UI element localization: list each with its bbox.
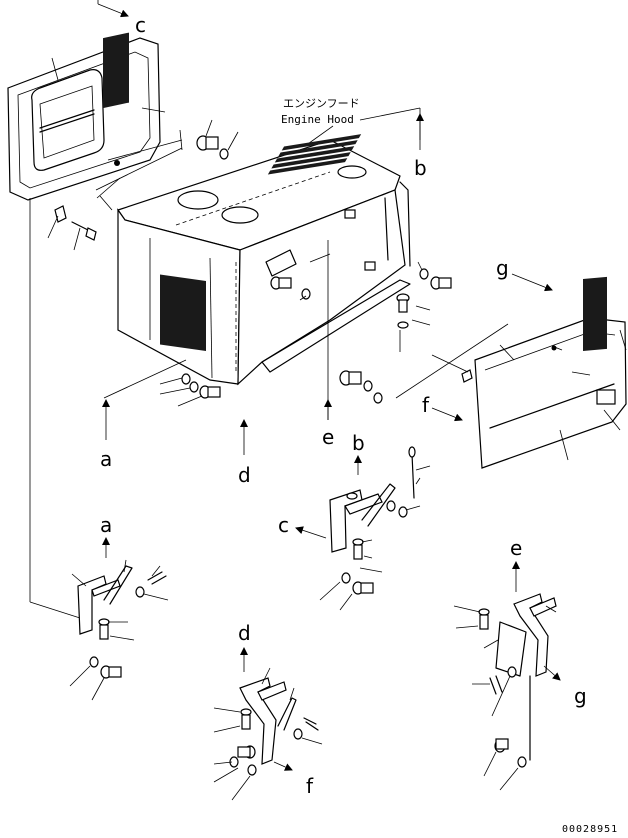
callout-c-top: c	[135, 13, 146, 37]
callout-g-top: g	[496, 256, 509, 280]
callout-a-bottom: a	[100, 513, 112, 537]
callout-e-mid: e	[322, 425, 334, 449]
callout-f-bottom: f	[306, 774, 314, 798]
bolt-group-right-side	[396, 268, 452, 329]
bracket-assembly-a	[77, 565, 167, 679]
engine-hood-body	[117, 134, 411, 386]
callout-c-bottom: c	[278, 513, 289, 537]
right-side-door	[474, 276, 627, 469]
callout-b-top: b	[414, 156, 427, 180]
callout-f-mid: f	[422, 393, 430, 417]
callout-b-bottom: b	[352, 431, 365, 455]
callout-d-bottom: d	[238, 621, 251, 645]
left-side-door	[7, 32, 161, 201]
callout-e-bottom: e	[510, 536, 522, 560]
title-japanese: エンジンフード	[283, 97, 360, 110]
door-hinge-small	[54, 205, 97, 241]
bolt-group-middle	[270, 276, 383, 404]
bolt-group-front-lower	[181, 373, 221, 399]
callout-a-mid: a	[100, 447, 112, 471]
bracket-assembly-e-g	[478, 593, 557, 768]
bracket-assembly-d-f	[229, 677, 319, 776]
bracket-assembly-b-c	[329, 446, 416, 595]
bolt-group-top	[196, 135, 229, 160]
title-english: Engine Hood	[281, 113, 354, 126]
part-code: 00028951	[562, 824, 618, 835]
callout-d-mid: d	[238, 463, 251, 487]
callout-g-bottom: g	[574, 684, 587, 708]
